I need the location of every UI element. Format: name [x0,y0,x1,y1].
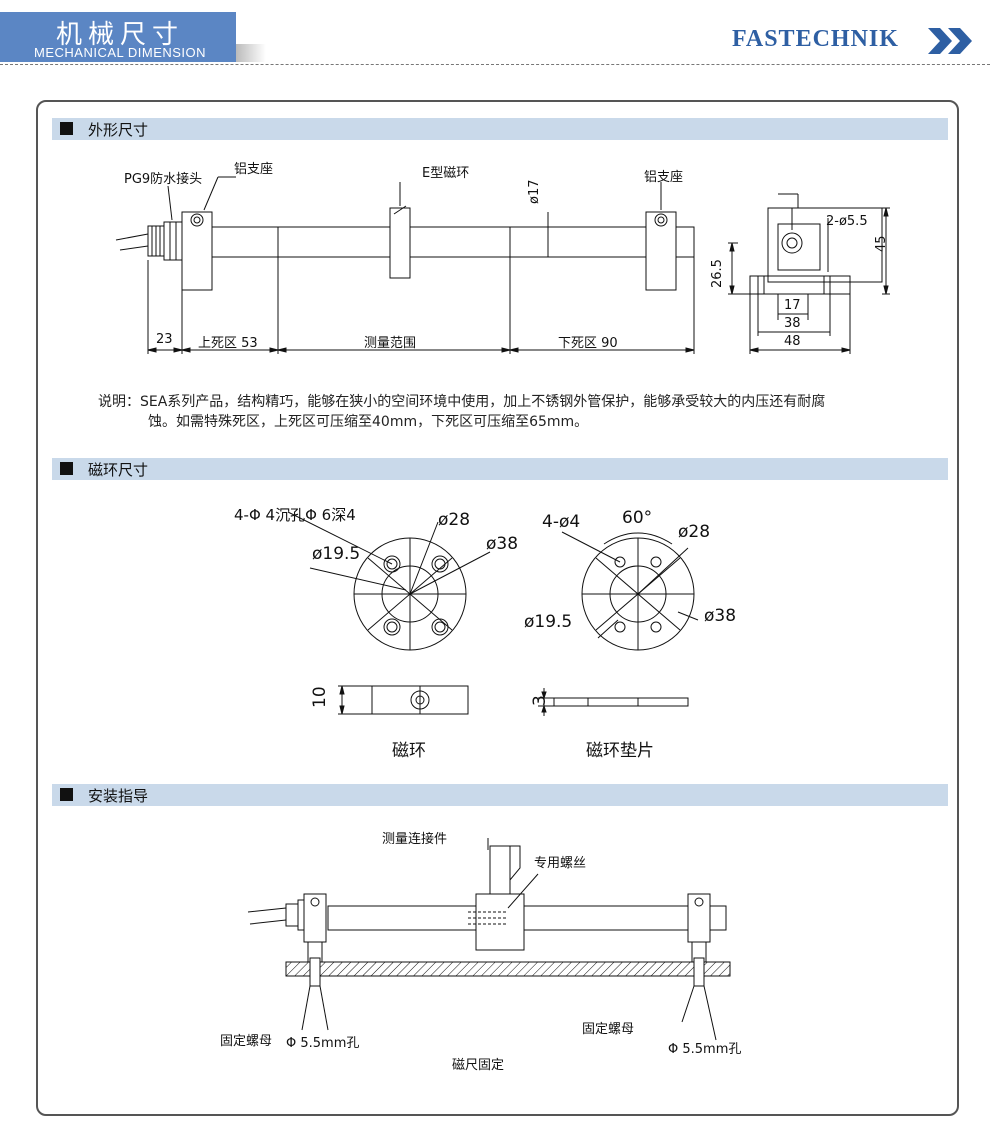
label-dia17: ø17 [527,179,542,205]
section-title: 安装指导 [88,787,149,805]
install-drawing [247,838,731,1041]
label-dim23: 23 [156,332,173,347]
label-holes-right: 4-ø4 [542,512,581,532]
label-nut-right: 固定螺母 [582,1022,635,1037]
label-bracket-left: 铝支座 [234,162,274,177]
section-bullet [60,462,73,475]
section-bullet [60,122,73,135]
label-caption: 磁尺固定 [452,1058,505,1073]
label-w48: 48 [784,334,801,349]
label-angle: 60° [622,508,653,528]
section-title: 磁环尺寸 [88,461,149,479]
magnet-drawing [287,511,699,716]
label-pg9: PG9防水接头 [124,172,203,187]
header-title-cn: 机械尺寸 [56,20,185,50]
description-line1: 说明：SEA系列产品，结构精巧，能够在狭小的空间环境中使用，加上不锈钢外管保护，… [98,394,826,410]
label-h45: 45 [874,235,889,252]
label-lower-dead: 下死区 90 [558,336,618,351]
label-measure-range: 测量范围 [364,336,417,351]
label-w17: 17 [784,298,801,313]
label-bracket-right: 铝支座 [644,170,684,185]
label-holes-left: 4-Φ 4沉孔Φ 6深4 [234,506,356,524]
header-title-en: MECHANICAL DIMENSION [34,45,207,60]
brand-logo: FASTECHNIK [732,26,899,52]
header-tab-shadow [236,44,266,62]
label-ering: E型磁环 [422,166,470,181]
label-nut-left: 固定螺母 [220,1034,273,1049]
section-header-install: 安装指导 [52,784,948,806]
label-thick10: 10 [310,686,330,708]
content-panel: 外形尺寸 [36,100,959,1116]
header-tab: 机械尺寸 MECHANICAL DIMENSION [0,12,236,62]
label-connector: 测量连接件 [382,832,448,847]
outline-drawing [115,176,890,354]
label-hole-left: Φ 5.5mm孔 [286,1036,360,1051]
label-thick3: 3 [530,695,550,706]
label-name-ring: 磁环 [392,741,426,761]
label-d195-right: ø19.5 [524,612,573,632]
label-name-pad: 磁环垫片 [586,741,654,761]
double-chevron-right-icon [926,26,976,60]
header-divider [0,64,990,65]
description-line2: 蚀。如需特殊死区，上死区可压缩至40mm，下死区可压缩至65mm。 [148,414,589,430]
label-d28-left: ø28 [438,510,471,530]
label-hole-right: Φ 5.5mm孔 [668,1042,742,1057]
section-title: 外形尺寸 [88,121,149,139]
label-upper-dead: 上死区 53 [198,336,258,351]
label-d195-left: ø19.5 [312,544,361,564]
label-d28-right: ø28 [678,522,711,542]
label-hole: 2-ø5.5 [826,214,868,229]
section-header-magnet: 磁环尺寸 [52,458,948,480]
label-h265: 26.5 [710,259,725,288]
label-screw: 专用螺丝 [534,856,587,871]
label-d38-left: ø38 [486,534,519,554]
label-d38-right: ø38 [704,606,737,626]
section-header-outline: 外形尺寸 [52,118,948,140]
section-bullet [60,788,73,801]
label-w38: 38 [784,316,801,331]
